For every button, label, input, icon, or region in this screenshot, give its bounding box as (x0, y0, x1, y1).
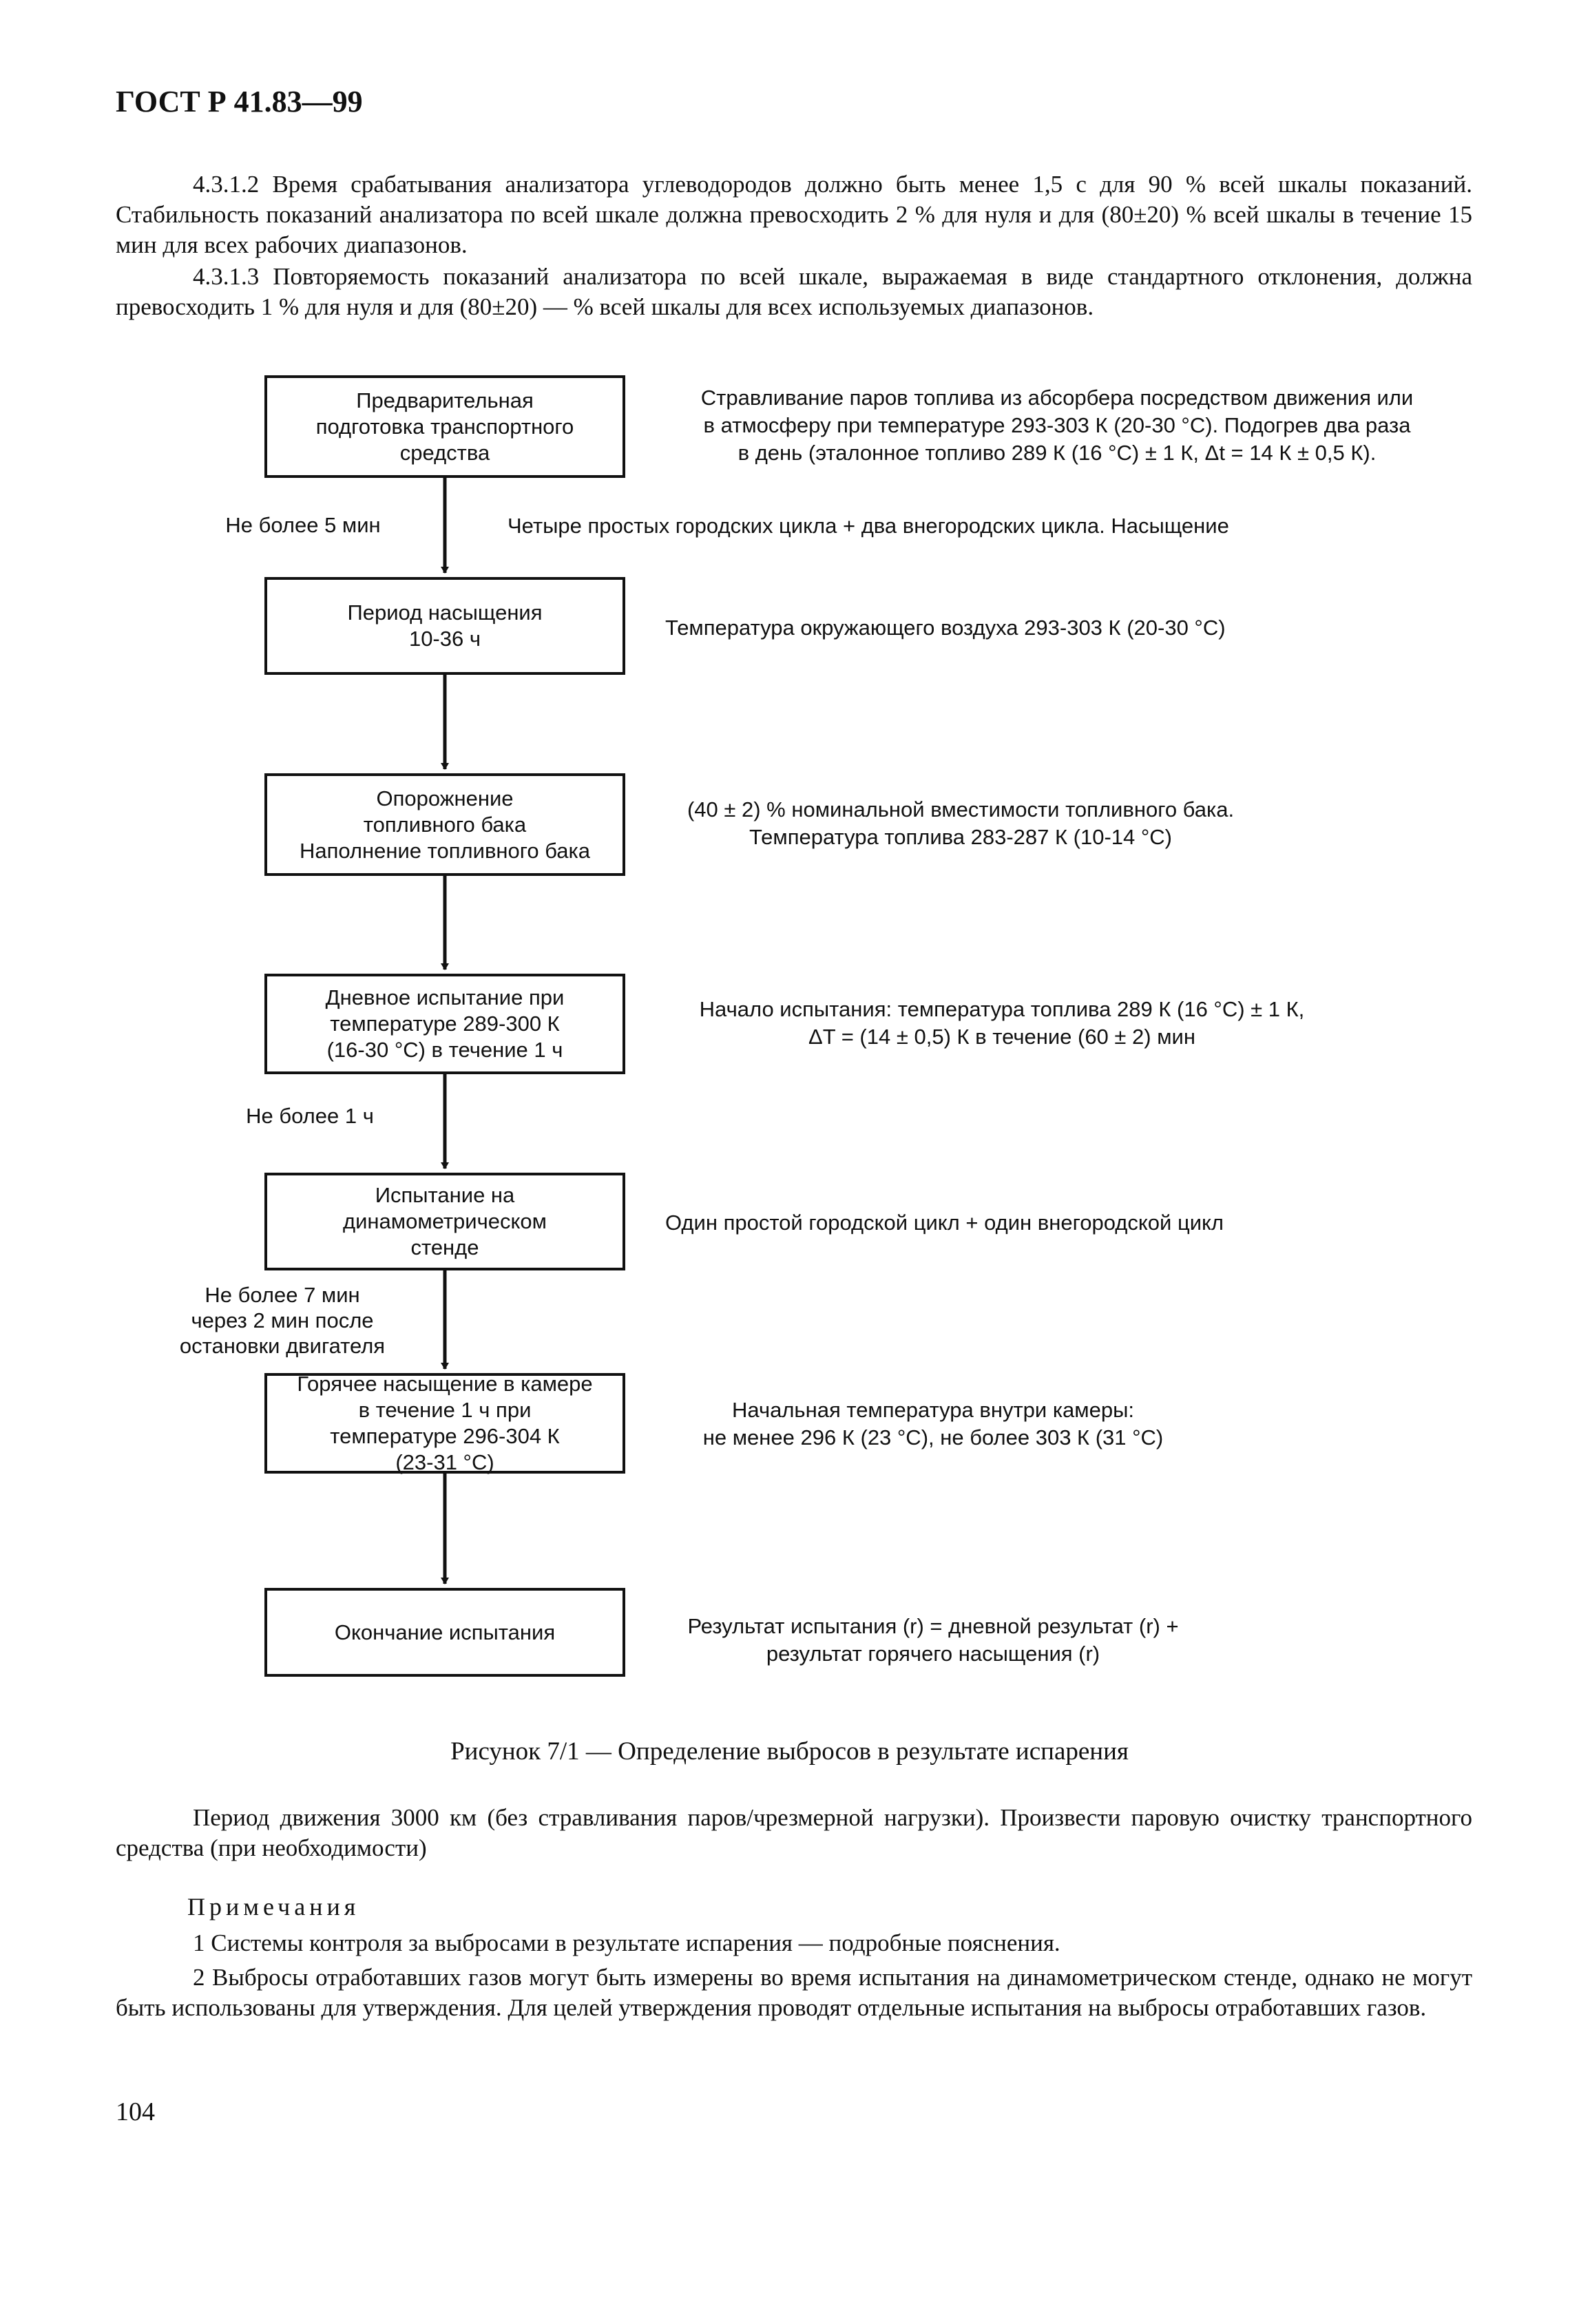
flow-box-label: Период насыщения 10-36 ч (347, 600, 543, 651)
flow-box-preparation: Предварительная подготовка транспортного… (264, 375, 625, 478)
flow-box-label: Предварительная подготовка транспортного… (315, 388, 574, 465)
flow-box-tank-drain-fill: Опорожнение топливного бака Наполнение т… (264, 773, 625, 876)
flow-side-label-1h: Не более 1 ч (246, 1104, 374, 1128)
flow-box-label: Окончание испытания (334, 1620, 556, 1644)
paragraph-4-3-1-2: 4.3.1.2 Время срабатывания анализатора у… (116, 171, 1472, 258)
flow-box-hot-soak: Горячее насыщение в камере в течение 1 ч… (264, 1372, 625, 1474)
paragraph-driving-period: Период движения 3000 км (без стравливани… (116, 1804, 1472, 1861)
notes-title: Примечания (187, 1893, 360, 1920)
page-number: 104 (116, 2097, 155, 2126)
flow-box-label: Горячее насыщение в камере в течение 1 ч… (297, 1372, 593, 1474)
flow-note-drive-cycles: Один простой городской цикл + один внего… (665, 1211, 1224, 1235)
flow-box-test-end: Окончание испытания (264, 1588, 625, 1677)
note-item-2: 2 Выбросы отработавших газов могут быть … (116, 1964, 1472, 2021)
flow-note-test-result: Результат испытания (r) = дневной резуль… (687, 1614, 1179, 1666)
flow-box-dynamometer-test: Испытание на динамометрическом стенде (264, 1173, 625, 1270)
flow-box-label: Дневное испытание при температуре 289-30… (325, 985, 565, 1062)
flow-box-label: Испытание на динамометрическом стенде (343, 1183, 547, 1259)
flow-note-preparation: Стравливание паров топлива из абсорбера … (700, 386, 1414, 465)
flow-note-tank-capacity: (40 ± 2) % номинальной вместимости топли… (687, 797, 1235, 849)
document-header: ГОСТ Р 41.83—99 (116, 85, 363, 118)
flow-side-label-5min: Не более 5 мин (225, 513, 381, 537)
note-item-1: 1 Системы контроля за выбросами в резуль… (193, 1929, 1060, 1956)
flow-note-cycles: Четыре простых городских цикла + два вне… (508, 514, 1229, 538)
flow-note-ambient-temp: Температура окружающего воздуха 293-303 … (665, 616, 1226, 640)
flow-box-label: Опорожнение топливного бака Наполнение т… (299, 786, 591, 863)
paragraph-4-3-1-3: 4.3.1.3 Повторяемость показаний анализат… (116, 263, 1472, 320)
flow-box-diurnal-test: Дневное испытание при температуре 289-30… (264, 974, 625, 1074)
flow-box-soak-period: Период насыщения 10-36 ч (264, 577, 625, 675)
flow-side-label-7min: Не более 7 мин через 2 мин после останов… (179, 1283, 386, 1358)
flow-note-chamber-temp: Начальная температура внутри камеры: не … (702, 1398, 1164, 1449)
figure-caption: Рисунок 7/1 — Определение выбросов в рез… (450, 1737, 1129, 1766)
flow-note-test-start: Начало испытания: температура топлива 28… (699, 997, 1305, 1049)
